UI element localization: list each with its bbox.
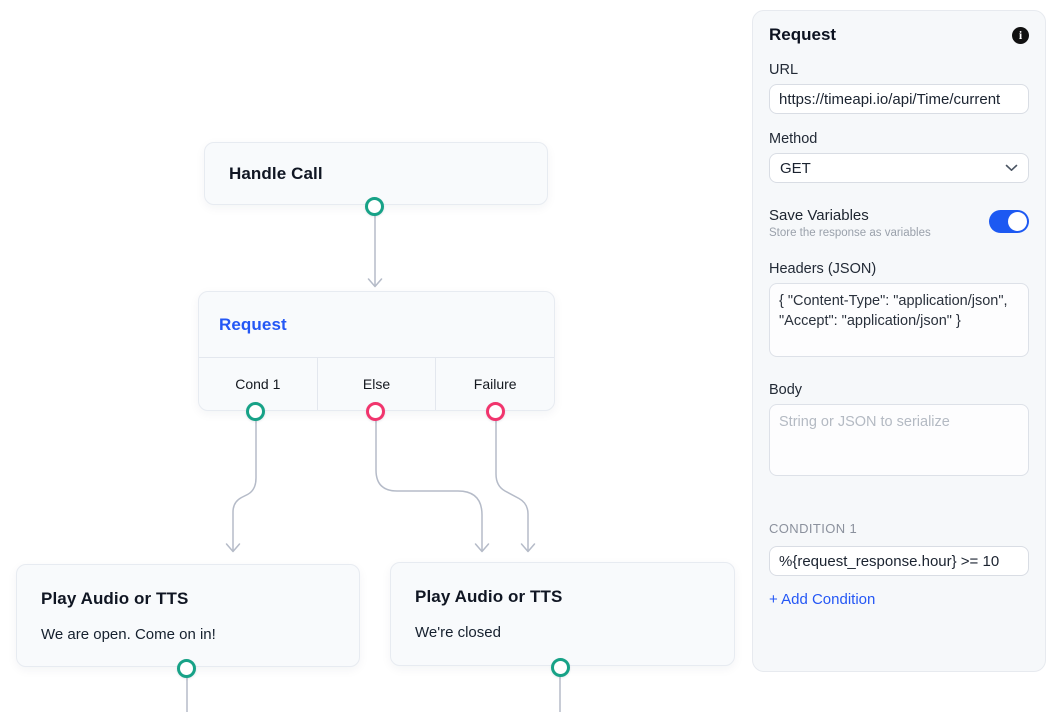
add-condition-link[interactable]: + Add Condition <box>769 591 876 608</box>
edge-cond1-playopen <box>232 420 257 552</box>
branch-failure[interactable]: Failure <box>435 358 554 410</box>
edge-arrowhead <box>367 278 383 288</box>
url-label: URL <box>769 62 799 78</box>
node-title: Play Audio or TTS <box>415 587 563 606</box>
node-subtitle: We're closed <box>415 624 501 641</box>
save-variables-toggle[interactable] <box>989 210 1029 233</box>
port-request-cond1[interactable] <box>246 402 265 421</box>
url-input[interactable] <box>769 84 1029 114</box>
chevron-down-icon <box>1005 164 1018 171</box>
toggle-knob <box>1008 212 1027 231</box>
edge-arrowhead <box>225 543 241 553</box>
node-request[interactable]: Request Cond 1 Else Failure <box>198 291 555 411</box>
node-title: Handle Call <box>229 163 323 183</box>
panel-title: Request <box>769 25 837 44</box>
condition-1-label: CONDITION 1 <box>769 521 858 536</box>
headers-textarea[interactable]: { "Content-Type": "application/json", "A… <box>769 283 1029 357</box>
edge-else-playclosed <box>375 420 483 552</box>
body-textarea[interactable] <box>769 404 1029 476</box>
body-label: Body <box>769 382 803 398</box>
edge-arrowhead <box>520 543 536 553</box>
info-icon[interactable]: i <box>1012 26 1029 44</box>
branch-else[interactable]: Else <box>316 358 436 410</box>
port-request-failure[interactable] <box>486 402 505 421</box>
edge-failure-playclosed <box>495 420 529 552</box>
port-play-open-out[interactable] <box>177 659 196 678</box>
method-label: Method <box>769 131 818 147</box>
node-subtitle: We are open. Come on in! <box>41 625 216 643</box>
port-handle-call-out[interactable] <box>365 197 384 216</box>
save-variables-description: Store the response as variables <box>769 227 931 239</box>
node-title: Play Audio or TTS <box>41 588 189 608</box>
node-title: Request <box>219 314 287 334</box>
node-play-audio-closed[interactable]: Play Audio or TTS We're closed <box>390 562 735 666</box>
branch-cond-1[interactable]: Cond 1 <box>235 376 281 392</box>
port-request-else[interactable] <box>366 402 385 421</box>
method-selected-value: GET <box>780 159 811 177</box>
flow-canvas[interactable]: Handle Call Request Cond 1 Else Failure … <box>0 0 752 712</box>
edge-arrowhead <box>474 543 490 553</box>
request-branches: Cond 1 Else Failure <box>199 357 554 410</box>
request-properties-panel: Request i URL Method GET Save Variables … <box>752 10 1046 672</box>
node-handle-call[interactable]: Handle Call <box>204 142 548 205</box>
headers-label: Headers (JSON) <box>769 261 877 277</box>
port-play-closed-out[interactable] <box>551 658 570 677</box>
node-play-audio-open[interactable]: Play Audio or TTS We are open. Come on i… <box>16 564 360 667</box>
method-select[interactable]: GET <box>769 153 1029 183</box>
condition-1-input[interactable] <box>769 546 1029 576</box>
save-variables-label: Save Variables <box>769 207 869 224</box>
